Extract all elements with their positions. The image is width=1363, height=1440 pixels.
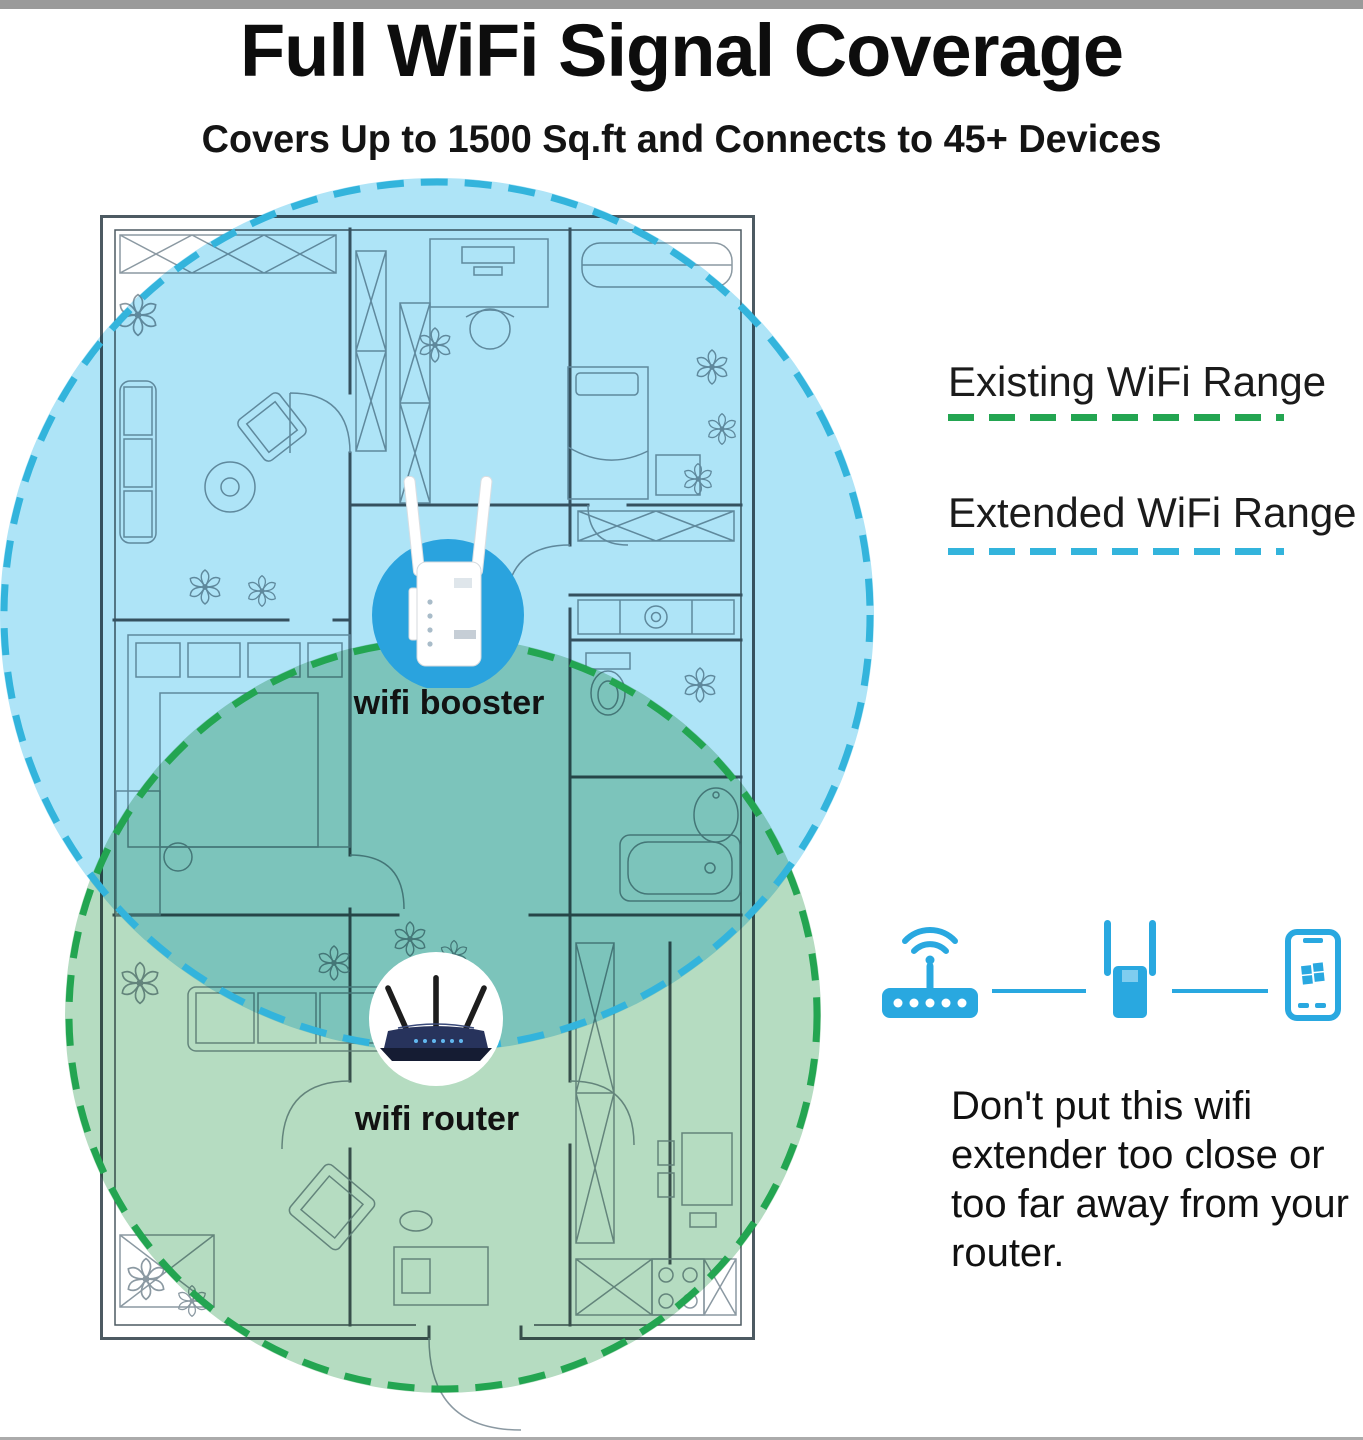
bottom-gray-bar xyxy=(0,1437,1363,1440)
connection-line xyxy=(992,989,1086,993)
legend-existing-label: Existing WiFi Range xyxy=(948,358,1327,405)
legend-extended-dash-swatch xyxy=(948,548,1284,555)
wifi-router-icon xyxy=(882,927,978,1018)
wifi-booster-label: wifi booster xyxy=(353,684,545,722)
windows-logo xyxy=(1301,962,1325,985)
legend-existing-dash-swatch xyxy=(948,414,1284,421)
wifi-booster-device xyxy=(403,475,493,667)
page-title: Full WiFi Signal Coverage xyxy=(239,9,1124,92)
wifi-router-device xyxy=(380,975,492,1061)
wifi-booster-badge xyxy=(372,475,524,688)
page-subtitle: Covers Up to 1500 Sq.ft and Connects to … xyxy=(201,118,1162,161)
placement-note: Don't put this wifi extender too close o… xyxy=(951,1084,1349,1275)
smartphone-icon xyxy=(1285,929,1341,1021)
connection-line xyxy=(1172,989,1268,993)
wifi-extender-icon xyxy=(1104,920,1156,1018)
top-gray-bar xyxy=(0,0,1363,9)
wifi-router-label: wifi router xyxy=(354,1100,520,1138)
wifi-router-badge xyxy=(369,952,503,1086)
legend-extended-label: Extended WiFi Range xyxy=(948,489,1357,536)
